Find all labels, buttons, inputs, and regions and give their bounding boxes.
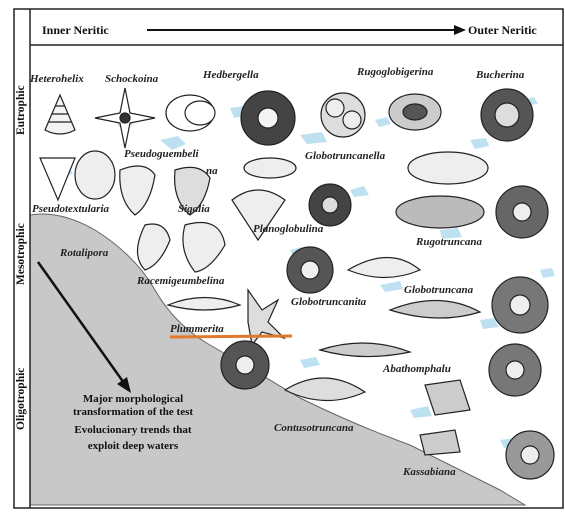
label-racemiguembelina: Racemigeumbelina xyxy=(136,275,225,287)
label-bucherina: Bucherina xyxy=(475,69,525,81)
label-rotalipora: Rotalipora xyxy=(59,247,109,259)
outer-neritic-label: Outer Neritic xyxy=(468,23,537,37)
label-kassabiana: Kassabiana xyxy=(402,466,456,478)
label-rugoglobigerina: Rugoglobigerina xyxy=(356,66,434,78)
label-globotruncanita: Globotruncanita xyxy=(291,296,367,308)
label-hedbergella: Hedbergella xyxy=(202,69,259,81)
inner-neritic-label: Inner Neritic xyxy=(42,23,109,37)
rugoglobigerina-fossil-icon xyxy=(321,93,441,137)
label-pseudoguembelina-2: na xyxy=(206,165,218,177)
zone-oligotrophic: Oligotrophic xyxy=(15,368,27,430)
heterohelix-fossil-icon xyxy=(45,95,75,134)
zone-eutrophic: Eutrophic xyxy=(15,85,27,135)
label-contusotruncana: Contusotruncana xyxy=(274,422,354,434)
label-planoglobulina: Planoglobulina xyxy=(253,223,324,235)
label-abathomphalus: Abathomphalu xyxy=(382,363,451,375)
annotation-line-3: Evolucionary trends that xyxy=(74,424,191,436)
plummerita-highlight-underline xyxy=(170,336,292,337)
hedbergella-fossil-icon xyxy=(166,91,295,145)
label-sigalia: Sigalia xyxy=(178,203,210,215)
label-rugotruncana: Rugotruncana xyxy=(415,236,483,248)
rugotruncana-fossil-icon xyxy=(396,186,548,238)
annotation-line-2: transformation of the test xyxy=(73,406,193,418)
label-pseudoguembelina-1: Pseudoguembeli xyxy=(124,148,199,160)
label-heterohelix: Heterohelix xyxy=(29,73,84,85)
annotation-line-1: Major morphological xyxy=(83,393,183,405)
neritic-arrowhead-icon xyxy=(454,25,466,35)
bucherina-fossil-icon xyxy=(481,89,533,141)
annotation-line-4: exploit deep waters xyxy=(88,440,179,452)
schackoina-fossil-icon xyxy=(95,88,155,148)
label-globotruncanella: Globotruncanella xyxy=(305,150,386,162)
sigalia-fossil-icon xyxy=(138,223,226,273)
label-plummerita: Plummerita xyxy=(170,323,224,335)
zone-mesotrophic: Mesotrophic xyxy=(15,223,27,285)
label-schackoina: Schockoina xyxy=(105,73,159,85)
label-globotruncana: Globotruncana xyxy=(404,284,474,296)
label-pseudotextularia: Pseudotextularia xyxy=(32,203,110,215)
